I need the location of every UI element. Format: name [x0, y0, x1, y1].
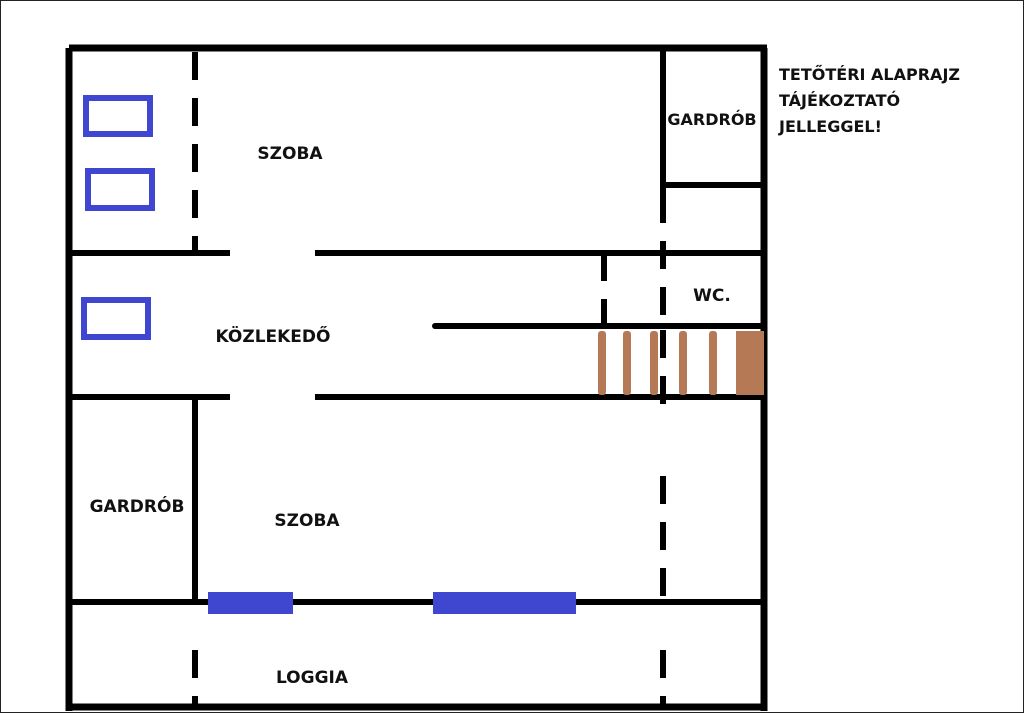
note-line-3: JELLEGGEL!	[778, 117, 882, 136]
stair-step	[598, 331, 606, 395]
room-label-gardrob-left: GARDRÓB	[90, 495, 185, 517]
note-line-2: TÁJÉKOZTATÓ	[779, 91, 900, 110]
stair-landing	[736, 331, 764, 395]
slope-lines	[192, 52, 666, 707]
plan-note: TETŐTÉRI ALAPRAJZ TÁJÉKOZTATÓ JELLEGGEL!	[778, 64, 960, 136]
roof-window	[81, 297, 151, 340]
stair-step	[650, 331, 658, 395]
staircase	[598, 331, 764, 395]
roof-window	[83, 95, 153, 137]
room-label-wc: WC.	[693, 286, 731, 306]
stair-step	[709, 331, 717, 395]
loggia-window	[208, 592, 293, 614]
room-label-kozlekedo: KÖZLEKEDŐ	[216, 325, 331, 347]
roof-window	[85, 168, 155, 211]
interior-walls	[72, 50, 767, 605]
roof-windows	[81, 95, 155, 340]
loggia-window	[433, 592, 576, 614]
loggia-windows	[208, 592, 576, 614]
stair-step	[623, 331, 631, 395]
room-label-szoba-top: SZOBA	[257, 144, 323, 164]
room-label-loggia: LOGGIA	[276, 668, 349, 688]
room-label-gardrob-top: GARDRÓB	[667, 110, 756, 129]
room-label-szoba-bottom: SZOBA	[274, 511, 340, 531]
note-line-1: TETŐTÉRI ALAPRAJZ	[779, 64, 960, 84]
stair-step	[679, 331, 687, 395]
